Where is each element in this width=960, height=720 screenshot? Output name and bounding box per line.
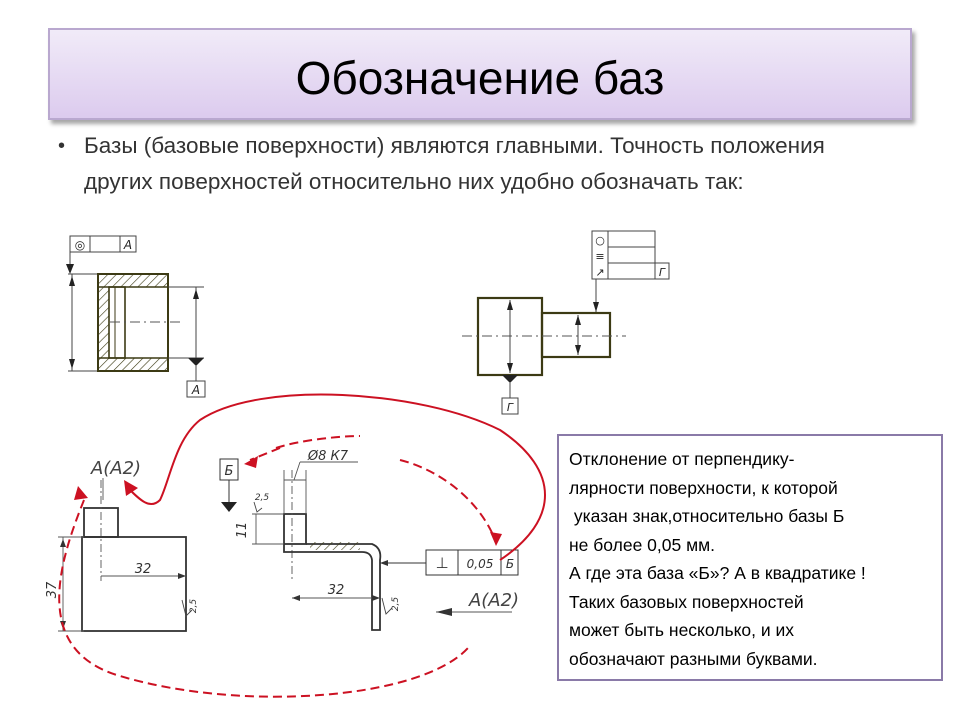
note-line-1: Отклонение от перпендику- bbox=[569, 449, 795, 469]
roughness-right: 2,5 bbox=[391, 597, 401, 612]
perpendicularity-icon: ⊥ bbox=[435, 554, 448, 572]
base-label-a: А bbox=[191, 383, 200, 397]
note-line-7: может быть несколько, и их bbox=[569, 620, 795, 640]
title-box bbox=[48, 28, 912, 120]
frame-3-base: Б bbox=[506, 557, 514, 571]
base-b-label: Б bbox=[225, 464, 234, 479]
dim-32-right: 32 bbox=[328, 583, 345, 598]
note-line-2: лярности поверхности, к которой bbox=[569, 477, 838, 498]
bullet-marker: • bbox=[58, 135, 66, 157]
figure-parts: 32 37 2,5 А(А2) Ø8 К7 11 2,5 32 2,5 bbox=[45, 449, 519, 632]
symmetry-icon: ≡ bbox=[595, 250, 604, 263]
base-label-g: Г bbox=[507, 401, 514, 414]
frame-2-base: Г bbox=[659, 266, 666, 279]
page-title: Обозначение баз bbox=[295, 52, 665, 104]
control-frame-1: ◎ А bbox=[66, 235, 137, 274]
figure-bushing: ◎ А А bbox=[66, 235, 206, 398]
note-line-4: не более 0,05 мм. bbox=[569, 534, 716, 555]
frame-3-value: 0,05 bbox=[467, 557, 494, 571]
dim-32-left: 32 bbox=[135, 562, 152, 577]
frame-1-base: А bbox=[123, 238, 132, 252]
control-frame-2: ○ ≡ ↗ Г bbox=[591, 230, 670, 312]
note-line-8: обозначают разными буквами. bbox=[569, 648, 818, 669]
bullet-text: Базы (базовые поверхности) являются глав… bbox=[84, 133, 825, 194]
concentricity-icon: ◎ bbox=[75, 238, 85, 252]
dim-11: 11 bbox=[235, 522, 250, 539]
note-line-3: указан знак,относительно базы Б bbox=[569, 506, 845, 526]
dim-37: 37 bbox=[45, 581, 60, 598]
base-label-a-right: А(А2) bbox=[468, 590, 519, 611]
note-line-5: А где эта база «Б»? А в квадратике ! bbox=[569, 563, 866, 583]
note-line-6: Таких базовых поверхностей bbox=[569, 591, 804, 612]
note-box: Отклонение от перпендику- лярности повер… bbox=[557, 434, 943, 681]
roundness-icon: ○ bbox=[595, 234, 605, 247]
figure-shaft: ○ ≡ ↗ Г Г bbox=[462, 230, 670, 415]
diameter-label: Ø8 К7 bbox=[307, 449, 349, 464]
base-label-a-left: А(А2) bbox=[90, 458, 141, 479]
roughness-top: 2,5 bbox=[255, 493, 270, 503]
roughness-left: 2,5 bbox=[189, 599, 199, 614]
red-arrows bbox=[58, 393, 546, 698]
runout-icon: ↗ bbox=[595, 266, 604, 279]
